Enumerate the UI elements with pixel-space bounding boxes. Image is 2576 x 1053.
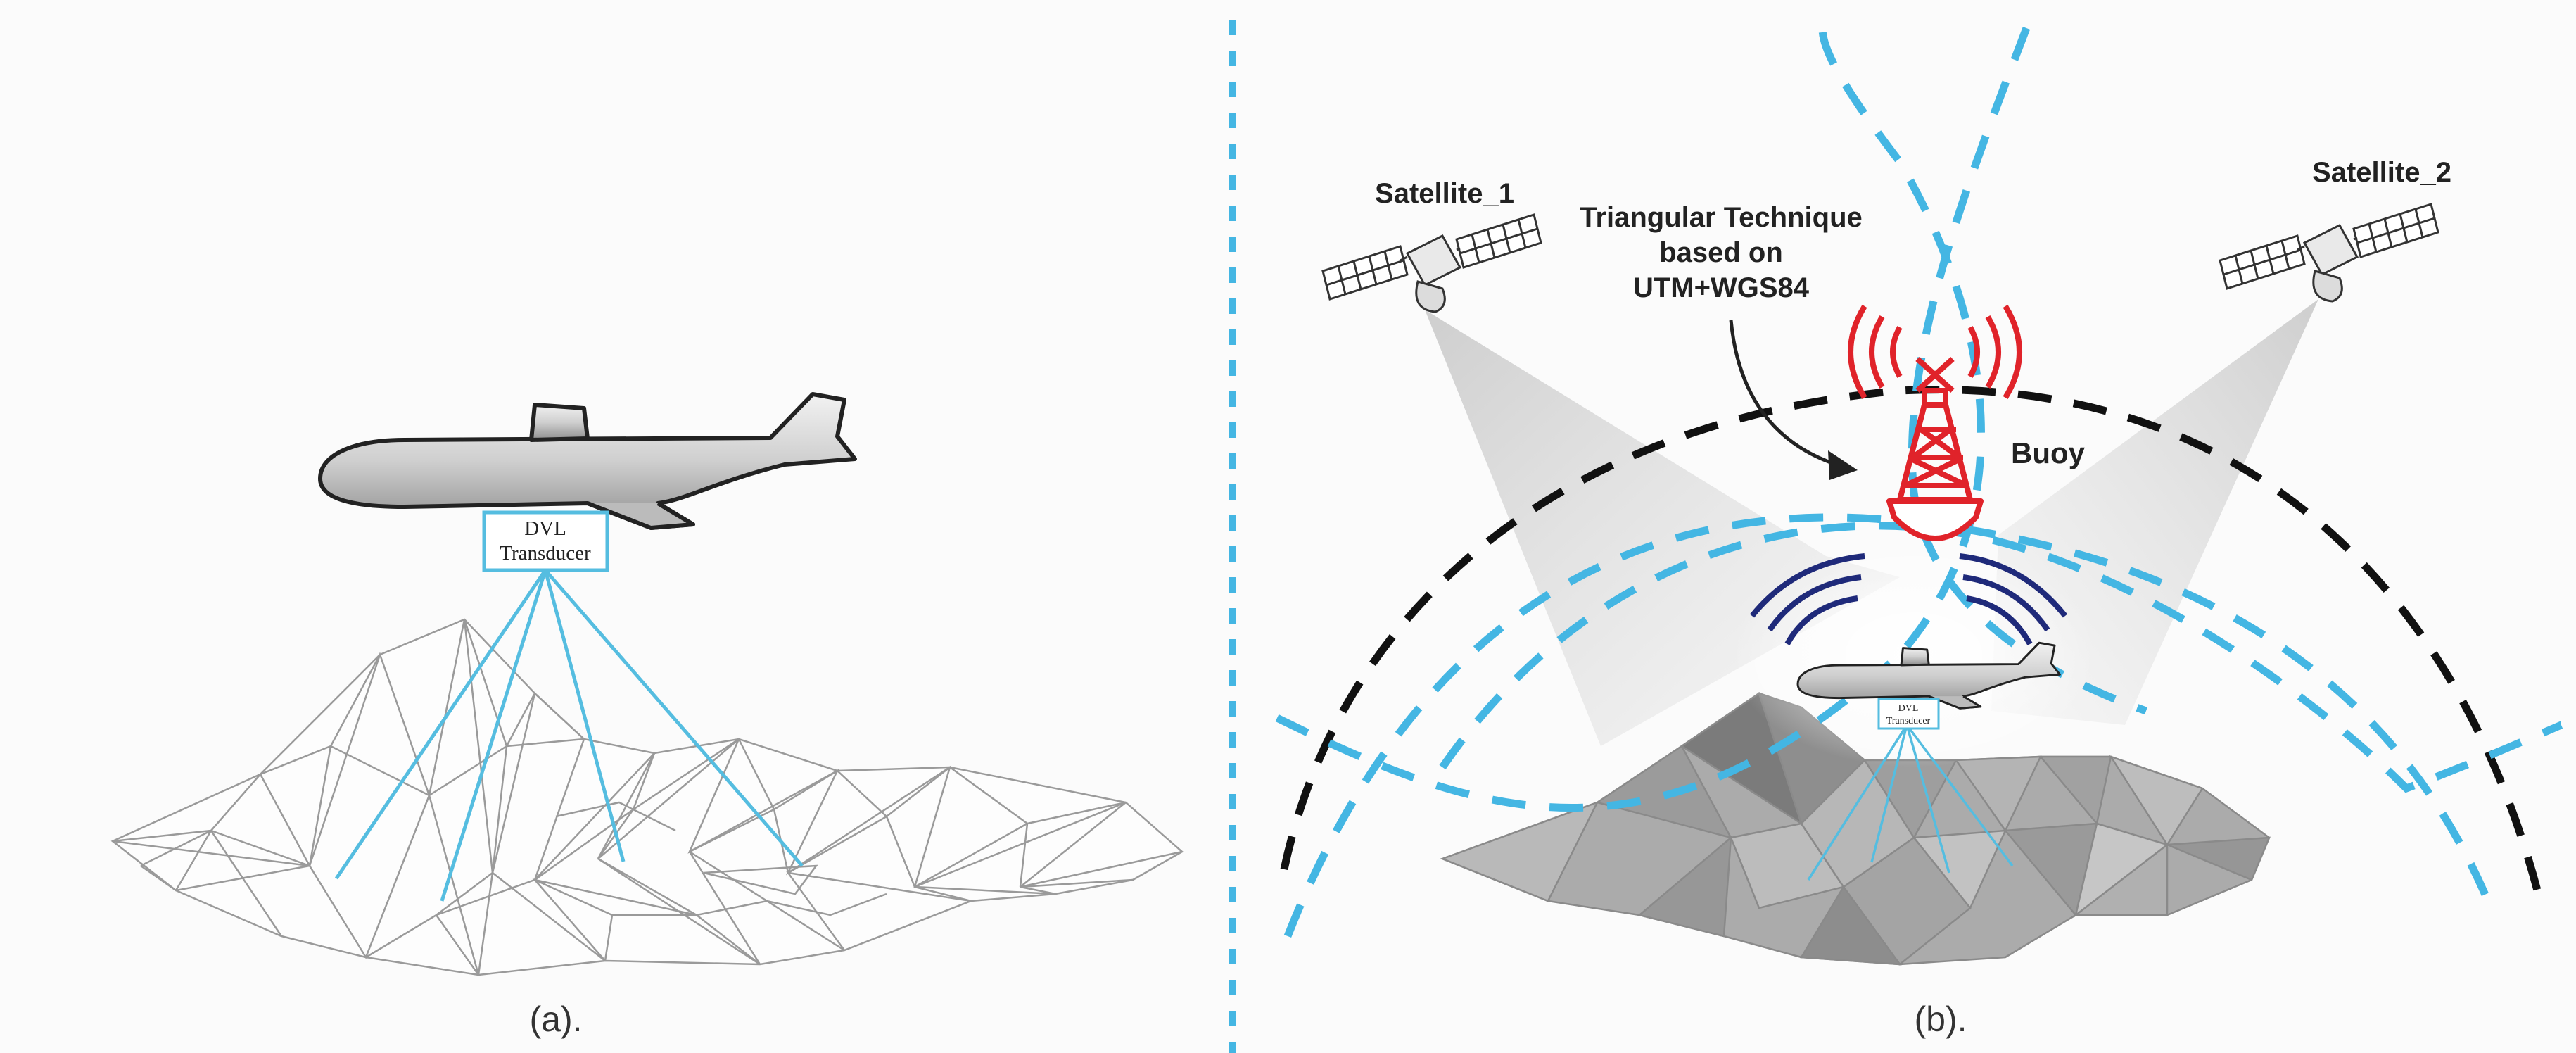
caption-a: (a). <box>530 1000 583 1039</box>
buoy-label: Buoy <box>2011 436 2086 469</box>
dvl-beams-b <box>1807 724 2014 881</box>
dvl-transducer-box-a: DVL Transducer <box>482 510 609 572</box>
plane-signal-waves <box>1749 553 2068 645</box>
blue-arc-inner <box>1439 522 2563 793</box>
panel-a: DVL Transducer (a). <box>110 394 1184 1039</box>
technique-arrow <box>1729 320 1858 480</box>
buoy <box>1848 304 2022 541</box>
technique-line-2: based on <box>1659 237 1783 268</box>
technique-line-3: UTM+WGS84 <box>1633 272 1810 303</box>
caption-b: (b). <box>1915 1000 1967 1039</box>
dvl-label-a-line2: Transducer <box>500 542 591 565</box>
positioning-arcs <box>1275 27 2563 938</box>
technique-label: Triangular Technique based on UTM+WGS84 <box>1580 202 1863 303</box>
blue-arc-outer <box>1275 27 1985 812</box>
dvl-label-b-line1: DVL <box>1898 703 1919 714</box>
dvl-label-a-line1: DVL <box>524 517 566 540</box>
satellite-1-label: Satellite_1 <box>1375 178 1514 209</box>
dvl-beams-a <box>334 569 804 902</box>
satellite-2-label: Satellite_2 <box>2312 157 2451 188</box>
satellite-1 <box>1321 213 1542 313</box>
terrain-solid-b <box>1440 692 2271 966</box>
dvl-transducer-box-b: DVL Transducer <box>1877 698 1940 730</box>
airplane-a <box>320 394 855 528</box>
satellite-2 <box>2219 203 2439 303</box>
panel-b: Satellite_1 Satellite_2 Triangular Techn… <box>1275 27 2563 1039</box>
technique-line-1: Triangular Technique <box>1580 202 1863 233</box>
black-arc <box>1280 386 2544 902</box>
dvl-label-b-line2: Transducer <box>1886 716 1931 726</box>
terrain-wireframe-a <box>110 618 1184 976</box>
blue-vertical-arc <box>1908 27 2147 715</box>
